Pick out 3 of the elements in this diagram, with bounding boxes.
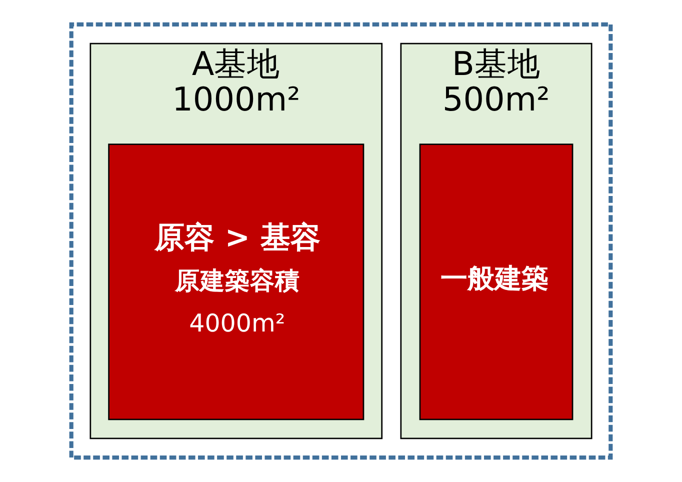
node-box: 一般建築 <box>419 144 574 420</box>
cluster <box>69 22 613 460</box>
node-box: 原容 > 基容 原建築容積 4000m² <box>108 144 364 420</box>
